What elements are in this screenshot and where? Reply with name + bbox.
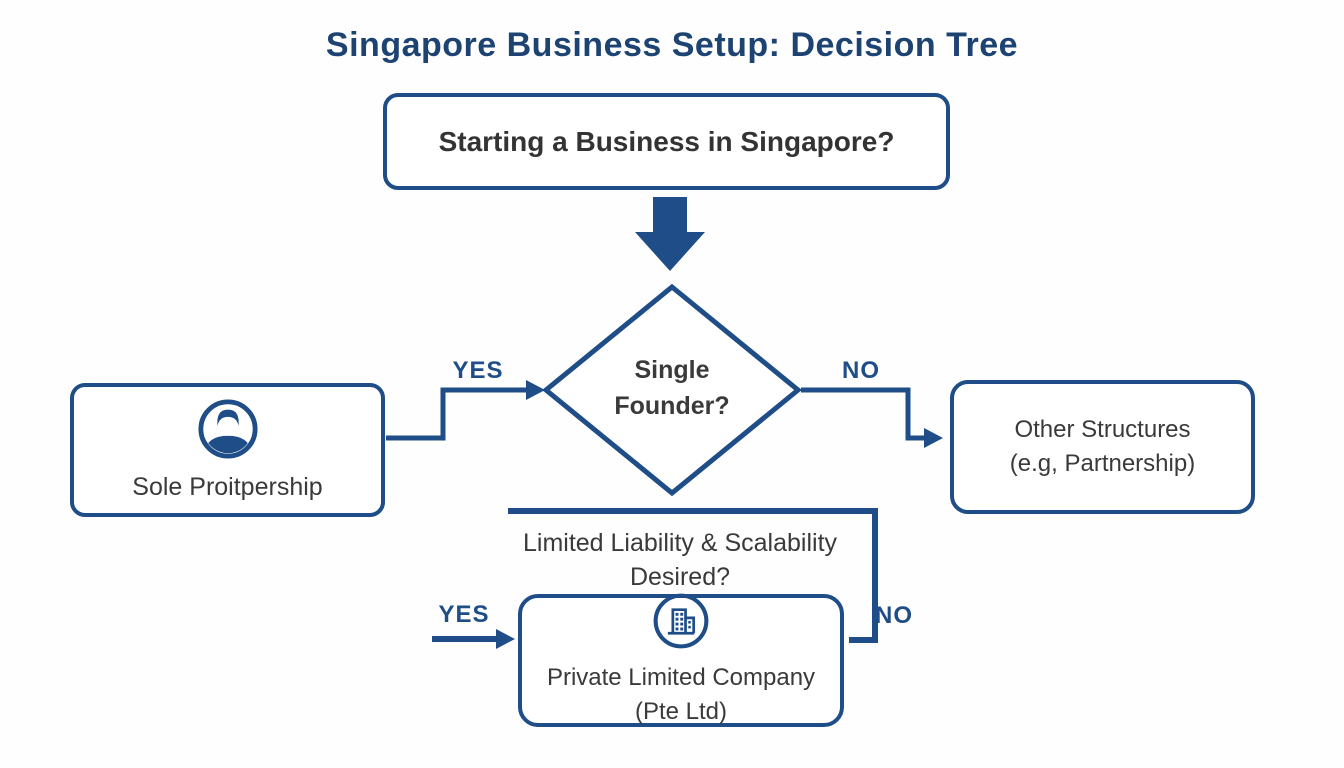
edge-label-liability-no: NO xyxy=(875,602,913,629)
single-founder-line1: Single xyxy=(634,356,710,384)
edge-founder-yes-arrowhead-icon xyxy=(526,380,545,400)
node-single-founder-label: Single Founder? xyxy=(572,352,772,425)
node-sole-proprietorship: Sole Proitpership xyxy=(70,383,385,517)
other-structures-line2: (e.g, Partnership) xyxy=(1009,450,1196,477)
node-start: Starting a Business in Singapore? xyxy=(383,93,950,190)
edge-liability-no-connector xyxy=(508,508,878,643)
edge-founder-yes-connector xyxy=(386,387,527,441)
building-icon xyxy=(652,592,710,659)
person-icon xyxy=(197,398,259,467)
node-other-structures: Other Structures (e.g, Partnership) xyxy=(950,380,1255,514)
edge-label-founder-yes: YES xyxy=(452,357,504,384)
private-limited-line1: Private Limited Company xyxy=(546,663,816,691)
other-structures-line1: Other Structures xyxy=(1014,416,1191,444)
node-private-limited: Private Limited Company (Pte Ltd) xyxy=(518,594,844,727)
node-sole-proprietorship-label: Sole Proitpership xyxy=(132,473,323,501)
down-block-arrow-icon xyxy=(635,197,705,271)
node-start-label: Starting a Business in Singapore? xyxy=(438,125,895,157)
edge-liability-yes-arrowhead-icon xyxy=(496,629,515,649)
edge-label-founder-no: NO xyxy=(842,357,880,384)
liability-question-line2: Desired? xyxy=(629,562,731,591)
private-limited-line2: (Pte Ltd) xyxy=(634,698,728,726)
edge-founder-no-connector xyxy=(801,387,925,441)
node-liability-question-label: Limited Liability & Scalability Desired? xyxy=(480,527,880,595)
edge-label-liability-yes: YES xyxy=(438,601,490,628)
page-title: Singapore Business Setup: Decision Tree xyxy=(325,26,1019,64)
liability-question-line1: Limited Liability & Scalability xyxy=(522,529,838,557)
decision-diamond-shape xyxy=(542,283,802,497)
single-founder-line2: Founder? xyxy=(614,392,730,421)
edge-founder-no-arrowhead-icon xyxy=(924,428,943,448)
